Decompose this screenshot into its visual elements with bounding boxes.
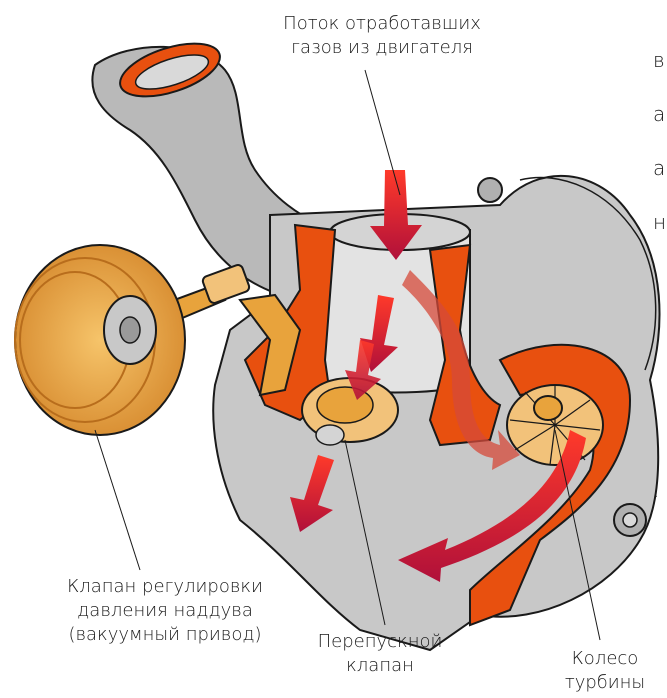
- label-boost-valve: Клапан регулировки давления наддува (вак…: [40, 575, 290, 647]
- label-line: (вакуумный привод): [40, 623, 290, 647]
- cut-edge-char: .: [653, 478, 659, 502]
- cut-edge-char: а: [653, 156, 665, 180]
- label-line: Перепускной: [310, 630, 450, 654]
- cut-edge-char: в: [653, 48, 665, 72]
- label-line: газов из двигателя: [262, 36, 502, 60]
- label-line: Клапан регулировки: [40, 575, 290, 599]
- label-line: Колесо: [555, 647, 655, 671]
- label-line: давления наддува: [40, 599, 290, 623]
- label-bypass-valve: Перепускной клапан: [310, 630, 450, 678]
- turbine-wheel: [507, 385, 603, 465]
- label-line: Поток отработавших: [262, 12, 502, 36]
- label-line: клапан: [310, 654, 450, 678]
- label-line: турбины: [555, 671, 655, 695]
- vacuum-actuator: [15, 245, 185, 435]
- cut-edge-char: н: [653, 210, 666, 234]
- label-exhaust-flow: Поток отработавших газов из двигателя: [262, 12, 502, 60]
- label-turbine-wheel: Колесо турбины: [555, 647, 655, 695]
- cut-edge-char: а: [653, 102, 665, 126]
